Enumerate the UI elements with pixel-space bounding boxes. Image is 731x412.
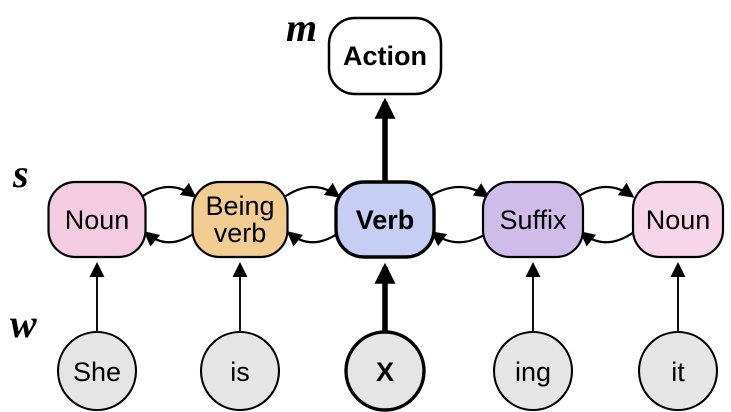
transition-arrow-suffix-to-verb xyxy=(430,231,490,247)
transition-arrow-verb-to-being-verb xyxy=(286,231,341,247)
transition-arrow-suffix-to-noun xyxy=(575,182,635,199)
state-node-verb-label: Verb xyxy=(356,205,415,235)
state-node-being-verb: Being verb xyxy=(191,180,289,259)
state-node-noun-right-label: Noun xyxy=(646,205,711,235)
state-node-being-verb-shape xyxy=(191,180,289,259)
word-node-she-label: She xyxy=(73,357,121,387)
row-label-meaning: m xyxy=(286,5,317,50)
word-node-ing-shape xyxy=(492,330,574,412)
transition-arrow-verb-to-suffix xyxy=(426,183,490,199)
row-label-word: w xyxy=(10,301,37,346)
state-node-noun-left: Noun xyxy=(47,180,147,259)
meaning-node-action: Action xyxy=(327,16,443,96)
state-node-suffix: Suffix xyxy=(481,180,585,259)
state-node-suffix-label: Suffix xyxy=(499,205,567,235)
state-node-noun-left-shape xyxy=(47,180,147,259)
state-node-being-verb-label-line1: Being xyxy=(205,191,274,221)
word-node-x-shape xyxy=(344,330,426,412)
transition-arrow-being-verb-to-verb xyxy=(282,182,341,199)
word-node-x: X xyxy=(344,330,426,412)
state-node-noun-right: Noun xyxy=(631,180,725,259)
row-label-state: s xyxy=(12,151,29,196)
word-node-is-shape xyxy=(199,330,281,412)
word-node-ing-label: ing xyxy=(515,357,551,387)
state-node-suffix-shape xyxy=(481,180,585,259)
word-node-x-label: X xyxy=(376,357,394,387)
transition-arrow-being-verb-to-noun xyxy=(143,231,197,247)
transition-arrow-noun-to-being-verb xyxy=(139,182,197,199)
word-node-ing: ing xyxy=(492,330,574,412)
word-node-is-label: is xyxy=(230,357,250,387)
state-node-noun-right-shape xyxy=(631,180,725,259)
state-node-noun-left-label: Noun xyxy=(65,205,130,235)
transition-arrow-noun-to-suffix xyxy=(579,231,635,247)
word-node-it-shape xyxy=(637,330,719,412)
state-node-being-verb-label-line2: verb xyxy=(214,218,267,248)
state-node-verb-shape xyxy=(334,180,436,259)
meaning-node-action-shape xyxy=(327,16,443,96)
state-node-verb: Verb xyxy=(334,180,436,259)
word-node-she: She xyxy=(56,330,138,412)
word-node-it-label: it xyxy=(671,357,685,387)
word-node-is: is xyxy=(199,330,281,412)
meaning-node-action-label: Action xyxy=(343,41,427,71)
word-node-it: it xyxy=(637,330,719,412)
word-node-she-shape xyxy=(56,330,138,412)
